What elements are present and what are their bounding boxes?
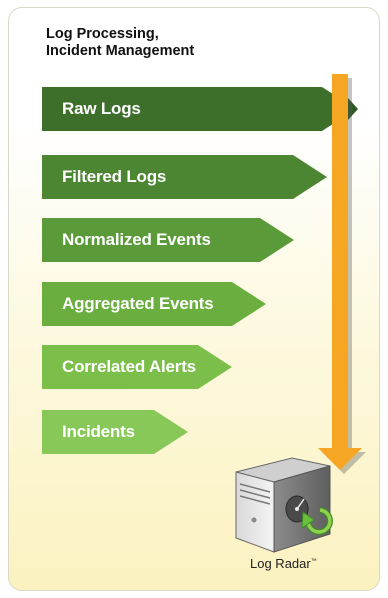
product-name: Log Radar [250, 556, 311, 571]
stage-label: Correlated Alerts [62, 357, 196, 376]
diagram-title: Log Processing, Incident Management [46, 26, 194, 60]
stage-label: Aggregated Events [62, 294, 214, 313]
raw-logs-arrow-tip [348, 98, 358, 120]
trademark-mark: ™ [310, 558, 317, 565]
refresh-icon [301, 507, 333, 535]
title-line-1: Log Processing, [46, 26, 159, 42]
stage-label: Raw Logs [62, 99, 141, 118]
stage-raw-logs: Raw Logs [42, 87, 356, 131]
stage-correlated-alerts: Correlated Alerts [42, 345, 232, 389]
stage-incidents: Incidents [42, 410, 188, 454]
product-label: Log Radar™ [250, 556, 317, 571]
flow-arrow [318, 74, 362, 470]
stage-normalized-events: Normalized Events [42, 218, 294, 262]
stage-aggregated-events: Aggregated Events [42, 282, 266, 326]
title-line-2: Incident Management [46, 43, 195, 59]
stage-label: Filtered Logs [62, 167, 167, 186]
stage-filtered-logs: Filtered Logs [42, 155, 327, 199]
stage-label: Normalized Events [62, 230, 211, 249]
stage-label: Incidents [62, 422, 135, 441]
